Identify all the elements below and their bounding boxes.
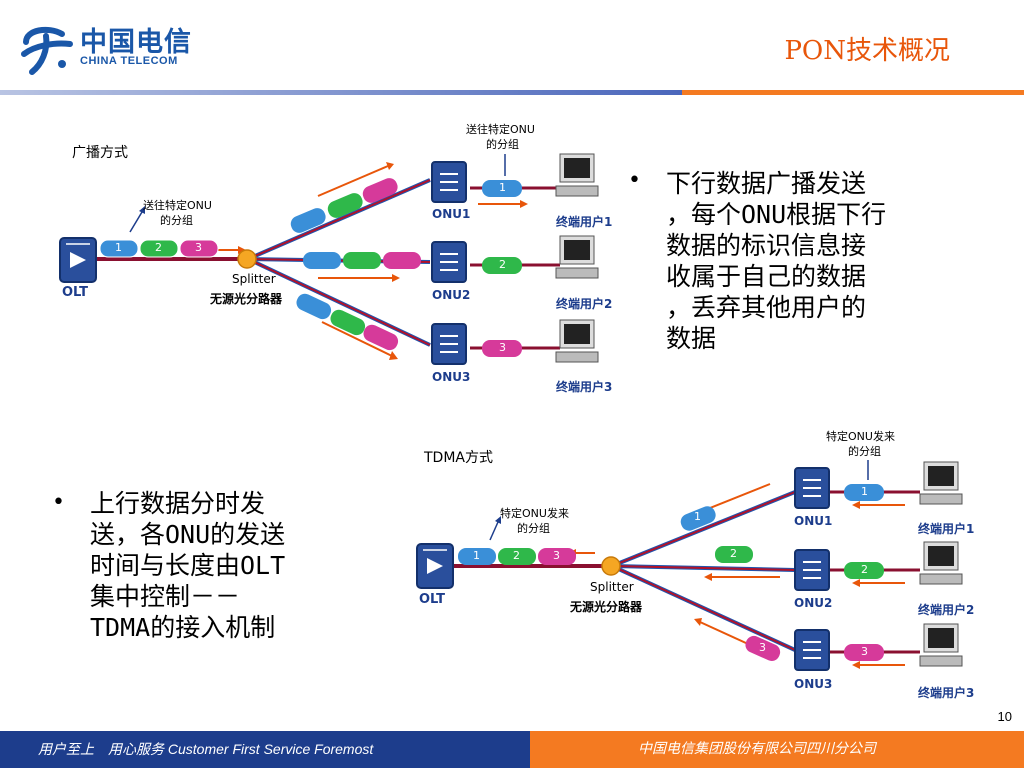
china-telecom-logo: 中国电信 CHINA TELECOM [18, 20, 193, 80]
us-branch3-packet: 3 [759, 641, 766, 654]
upstream-line-2: 送，各ONU的发送 [90, 520, 286, 549]
us-splitter-label: Splitter [590, 580, 634, 594]
ds-user2-label: 终端用户2 [556, 297, 613, 311]
upstream-bullet: • [52, 490, 65, 515]
us-olt-label: OLT [419, 592, 446, 607]
us-splitter-icon [601, 556, 621, 576]
page-number: 10 [997, 709, 1012, 724]
ds-onu1-packet: 1 [499, 181, 506, 194]
us-onu3-packet: 3 [861, 645, 868, 658]
us-onu2-label: ONU2 [794, 596, 833, 610]
ds-computer1-icon [555, 153, 599, 197]
ds-onu1-label: ONU1 [432, 207, 471, 221]
us-callout-left-1: 特定ONU发来 [500, 507, 569, 520]
us-user3-label: 终端用户3 [918, 686, 975, 700]
downstream-line-4: 收属于自己的数据 [666, 262, 867, 291]
us-olt-icon [416, 543, 454, 589]
us-user1-label: 终端用户1 [918, 522, 975, 536]
logo-en-text: CHINA TELECOM [80, 55, 178, 67]
downstream-mode-label: 广播方式 [72, 145, 128, 161]
ds-onu3-icon [431, 323, 467, 365]
us-computer2-icon [919, 541, 963, 585]
upstream-line-5: TDMA的接入机制 [90, 613, 276, 642]
us-computer1-icon [919, 461, 963, 505]
us-callout-top-2: 的分组 [848, 445, 881, 458]
ds-callout-top-1: 送往特定ONU [466, 123, 535, 136]
us-onu1-packet: 1 [861, 485, 868, 498]
ds-callout-left-1: 送往特定ONU [143, 199, 212, 212]
ds-onu1-icon [431, 161, 467, 203]
us-onu1-icon [794, 467, 830, 509]
upstream-line-1: 上行数据分时发 [90, 489, 266, 518]
us-onu2-icon [794, 549, 830, 591]
us-packet-2: 2 [513, 549, 520, 562]
upstream-mode-label: TDMA方式 [424, 450, 493, 466]
upstream-line-4: 集中控制－－ [90, 582, 241, 611]
header-divider-blue [0, 90, 682, 95]
ds-olt-label: OLT [62, 285, 89, 300]
footer-slogan: 用户至上 用心服务 Customer First Service Foremos… [0, 731, 530, 768]
ds-computer2-icon [555, 235, 599, 279]
ds-onu2-icon [431, 241, 467, 283]
us-packet-1: 1 [473, 549, 480, 562]
upstream-line-3: 时间与长度由OLT [90, 551, 286, 580]
ds-onu3-packet: 3 [499, 341, 506, 354]
china-telecom-emblem-icon [21, 26, 73, 75]
logo-cn-text: 中国电信 [80, 27, 192, 58]
ds-callout-top-2: 的分组 [486, 138, 519, 151]
us-onu3-icon [794, 629, 830, 671]
us-branch1-packet: 1 [694, 510, 701, 523]
us-user2-label: 终端用户2 [918, 603, 975, 617]
ds-user1-label: 终端用户1 [556, 215, 613, 229]
ds-splitter-icon [237, 249, 257, 269]
downstream-bullet: • [628, 168, 641, 193]
us-callout-top-1: 特定ONU发来 [826, 430, 895, 443]
ds-packet-1: 1 [115, 241, 122, 254]
ds-computer3-icon [555, 319, 599, 363]
downstream-line-6: 数据 [666, 324, 717, 353]
footer-company: 中国电信集团股份有限公司四川分公司 [530, 731, 1024, 768]
us-splitter-cn: 无源光分路器 [570, 600, 643, 614]
downstream-line-5: ，丢弃其他用户的 [666, 293, 867, 322]
ds-callout-left-2: 的分组 [160, 214, 193, 227]
ds-packet-2: 2 [155, 241, 162, 254]
us-onu2-packet: 2 [861, 563, 868, 576]
ds-splitter-label: Splitter [232, 272, 276, 286]
ds-user3-label: 终端用户3 [556, 380, 613, 394]
us-packet-3: 3 [553, 549, 560, 562]
ds-olt-icon [59, 237, 97, 283]
us-callout-left-2: 的分组 [517, 522, 550, 535]
ds-onu2-label: ONU2 [432, 288, 471, 302]
ds-onu3-label: ONU3 [432, 370, 471, 384]
ds-splitter-cn: 无源光分路器 [210, 292, 283, 306]
downstream-text: 下行数据广播发送 ，每个ONU根据下行 数据的标识信息接 收属于自己的数据 ，丢… [666, 168, 966, 354]
downstream-line-1: 下行数据广播发送 [666, 169, 867, 198]
upstream-text: 上行数据分时发 送，各ONU的发送 时间与长度由OLT 集中控制－－ TDMA的… [90, 488, 390, 643]
slide-title: PON技术概况 [784, 36, 950, 66]
us-branch2-packet: 2 [730, 547, 737, 560]
ds-packet-3: 3 [195, 241, 202, 254]
us-onu3-label: ONU3 [794, 677, 833, 691]
header-divider-orange [682, 90, 1024, 95]
us-onu1-label: ONU1 [794, 514, 833, 528]
downstream-line-3: 数据的标识信息接 [666, 231, 867, 260]
downstream-line-2: ，每个ONU根据下行 [666, 200, 887, 229]
ds-onu2-packet: 2 [499, 258, 506, 271]
us-computer3-icon [919, 623, 963, 667]
